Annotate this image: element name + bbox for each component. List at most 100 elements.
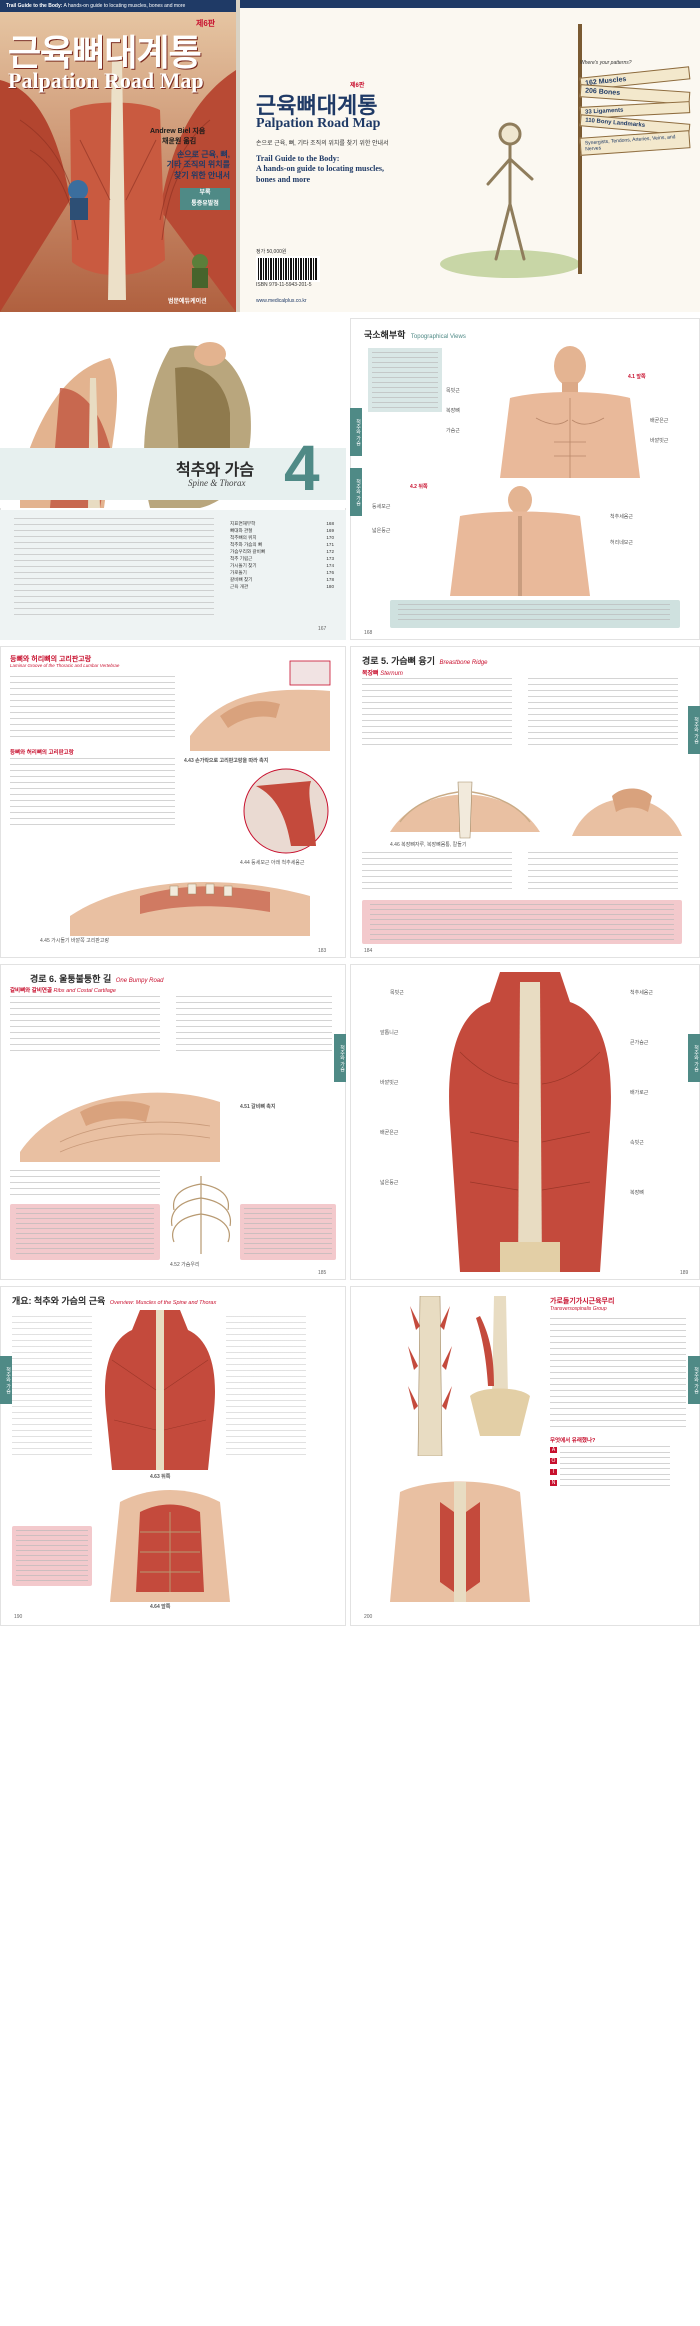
- signpost-synergists: Synergists, Tendons, Arteries, Veins, an…: [579, 130, 691, 156]
- cover-author: Andrew Biel 지음: [150, 128, 206, 135]
- section-heading-en: Laminar Groove of the Thoracic and Lumba…: [10, 663, 120, 668]
- legend-letter: I: [550, 1469, 557, 1475]
- route-heading-ko: 경로 5. 가슴뼈 융기: [362, 656, 435, 666]
- steps-text: [362, 852, 512, 892]
- page-number: 184: [364, 948, 373, 954]
- cover-translator: 채윤원 옮김: [162, 138, 197, 145]
- rib-cage-figure: [170, 1176, 232, 1254]
- callout-back-1: 등세모근: [372, 504, 391, 510]
- chapter-side-tab[interactable]: 척추와 가슴: [334, 1034, 346, 1082]
- legend-letter: N: [550, 1480, 557, 1486]
- legend-letter: O: [550, 1458, 557, 1464]
- toc-item-page: 180: [326, 584, 334, 589]
- back-desc-line-3: bones and more: [256, 174, 311, 184]
- chapter-side-tab[interactable]: 척추와 가슴: [350, 408, 362, 456]
- torso-front-figure: [500, 346, 640, 478]
- section-title: 국소해부학 Topographical Views: [364, 328, 466, 341]
- callout-front-2: 복장뼈: [446, 408, 460, 414]
- muscle-label: 큰가슴근: [630, 1040, 649, 1046]
- chapter-side-tab[interactable]: 척추와 가슴: [688, 1034, 700, 1082]
- callout-back-4: 허리네모근: [610, 540, 634, 546]
- muscle-label: 넓은등근: [380, 1180, 399, 1186]
- transversospinalis-page: 가로돌기가시근육무리 Transversospinalis Group 무엇에서…: [350, 1286, 700, 1626]
- page-number: 190: [14, 1614, 23, 1620]
- figure-caption-4: 4.46 복장뼈자루, 복장뼈몸통, 칼돌기: [390, 842, 467, 848]
- torso-back-figure: [450, 486, 590, 596]
- page-number: 168: [364, 630, 373, 636]
- back-isbn: ISBN 979-11-5943-201-5: [256, 282, 312, 288]
- muscle-diagram-page: 목빗근 앞톱니근 바깥빗근 배곧은근 넓은등근 척추세움근 큰가슴근 배가로근 …: [350, 964, 700, 1280]
- figure-caption-1: 4.51 갈비뼈 촉지: [240, 1104, 276, 1110]
- overview-heading-ko: 개요: 척추와 가슴의 근육: [12, 1296, 106, 1306]
- section-heading-ko: 가로돌기가시근육무리: [550, 1298, 615, 1305]
- legend-row: O: [550, 1457, 686, 1465]
- toc-item-title: 가슴우리와 갈비뼈: [230, 549, 266, 554]
- subsection-heading-en: Ribs and Costal Cartilage: [53, 988, 116, 994]
- cover-title-ko: 근육뼈대계통: [8, 32, 202, 73]
- toc-item-title: 근육 개관: [230, 584, 249, 589]
- chapter-side-tab[interactable]: 척추와 가슴: [688, 706, 700, 754]
- back-price: 정가 50,000원: [256, 249, 287, 255]
- toc-item-title: 척추 기립근: [230, 556, 253, 561]
- toc-item-title: 뼈대와 관절: [230, 528, 253, 533]
- toc-item-page: 170: [326, 535, 334, 540]
- steps-text-right: [528, 852, 678, 892]
- chapter-title-en: Spine & Thorax: [188, 478, 246, 488]
- callout-back-2: 넓은등근: [372, 528, 391, 534]
- toc-item-title: 가시돌기 찾기: [230, 563, 257, 568]
- back-title-ko: 근육뼈대계통: [256, 93, 378, 118]
- section-title-ko: 국소해부학: [364, 330, 406, 340]
- body-text-right: [528, 678, 678, 748]
- legend-letter: A: [550, 1447, 557, 1453]
- toc-item-page: 176: [326, 570, 334, 575]
- figure-caption-2: 4.52 가슴우리: [170, 1262, 200, 1268]
- legend-row: N: [550, 1479, 686, 1487]
- cover-badge-line-2: 통증유발점: [191, 201, 219, 207]
- muscle-label: 바깥빗근: [380, 1080, 399, 1086]
- steps-text: [10, 758, 175, 828]
- left-labels: [12, 1316, 92, 1456]
- chapter-title-band: [0, 448, 346, 500]
- chapter-side-tab[interactable]: 척추와 가슴: [688, 1356, 700, 1404]
- subsection-heading: 갈비뼈와 갈비연골 Ribs and Costal Cartilage: [10, 986, 116, 994]
- cover-subtitle-line-1: 손으로 근육, 뼈,: [176, 150, 230, 159]
- legend-text: [560, 1457, 670, 1465]
- back-subtitle-ko: 손으로 근육, 뼈, 기타 조직의 위치를 찾기 위한 안내서: [256, 141, 389, 147]
- route-heading: 경로 5. 가슴뼈 융기 Breastbone Ridge: [362, 654, 488, 667]
- back-edition: 제6판: [350, 83, 365, 89]
- toc-item-page: 172: [326, 549, 334, 554]
- toc-item-page: 174: [326, 563, 334, 568]
- chapter-side-tab[interactable]: 척추와 가슴: [0, 1356, 12, 1404]
- toc-item: 뼈대와 관절 169: [230, 527, 334, 534]
- posterior-muscles-figure: [105, 1310, 215, 1470]
- cover-banner: Trail Guide to the Body: A hands-on guid…: [0, 0, 236, 12]
- legend-row: A: [550, 1446, 686, 1454]
- page-number: 183: [318, 948, 327, 954]
- callout-front-3: 가슴근: [446, 428, 460, 434]
- muscle-label: 배곧은근: [380, 1130, 399, 1136]
- body-text: [550, 1318, 686, 1428]
- toc-item-page: 169: [326, 528, 334, 533]
- laminar-sternum-spread: 등뼈와 허리뼈의 고리판고랑 Laminar Groove of the Tho…: [0, 646, 700, 958]
- topographical-page: 국소해부학 Topographical Views 척추와 가슴 척추와 가슴 …: [350, 318, 700, 640]
- back-desc-line-1: Trail Guide to the Body:: [256, 154, 340, 163]
- figure-label-front: 4.1 앞쪽: [628, 374, 646, 380]
- body-text-left: [10, 996, 160, 1056]
- front-cover: Trail Guide to the Body: A hands-on guid…: [0, 0, 236, 312]
- toc-item-page: 171: [326, 542, 334, 547]
- signpost-boards: Where's your patterns? 162 Muscles 206 B…: [579, 60, 691, 156]
- callout-front-5: 바깥빗근: [650, 438, 669, 444]
- page-number: 189: [680, 1270, 689, 1276]
- spine-groove-figure: [70, 882, 310, 936]
- note-box-text: [398, 604, 670, 624]
- section-heading-en: Transversospinalis Group: [550, 1306, 607, 1312]
- list-title: 무엇에서 유래했나?: [550, 1438, 596, 1444]
- note-box-text: [16, 1530, 88, 1582]
- chapter-side-tab-2[interactable]: 척추와 가슴: [350, 468, 362, 516]
- figure-caption-2: 4.64 앞쪽: [150, 1604, 171, 1610]
- spine-deep-muscle-figure: [408, 1296, 452, 1456]
